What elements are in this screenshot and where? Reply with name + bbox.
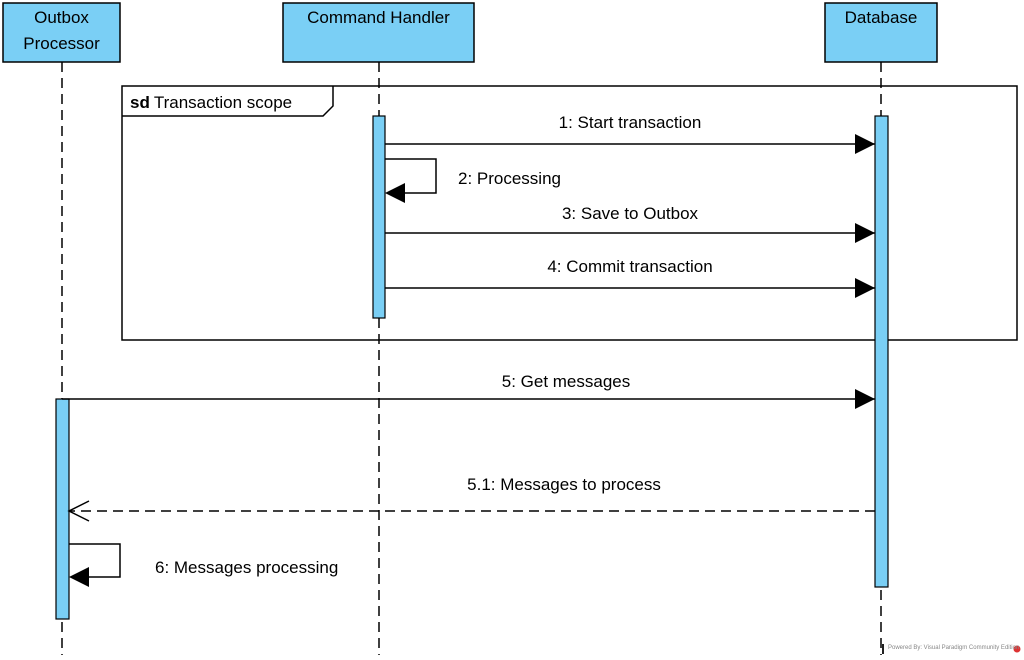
watermark: Powered By: Visual Paradigm Community Ed…: [888, 645, 1020, 651]
message-arrowhead: [385, 183, 405, 203]
lifeline-name: Command Handler: [307, 8, 450, 27]
lifeline-db-head: [824, 2, 938, 63]
lifeline-name: Processor: [23, 34, 100, 53]
message-arrowhead: [855, 134, 875, 154]
message-label: 5: Get messages: [502, 372, 631, 391]
message-arrowhead: [855, 278, 875, 298]
activation-handler: [372, 115, 386, 319]
message-arrowhead: [855, 389, 875, 409]
activation-db: [874, 115, 889, 588]
frame-keyword: sd: [130, 93, 150, 112]
message-label: 5.1: Messages to process: [467, 475, 661, 494]
frame-tab: [122, 86, 334, 117]
message-label: 6: Messages processing: [155, 558, 338, 577]
message-arrowhead: [855, 223, 875, 243]
lifeline-name: Database: [845, 8, 918, 27]
lifeline-name: Outbox: [34, 8, 89, 27]
message-7-line: [69, 543, 121, 578]
activation-outbox: [55, 398, 70, 620]
message-2-line: [385, 158, 437, 194]
message-open-arrowhead: [67, 500, 90, 522]
frame-title: Transaction scope: [154, 93, 292, 112]
message-label: 1: Start transaction: [559, 113, 702, 132]
message-label: 4: Commit transaction: [547, 257, 712, 276]
combined-fragment-frame: [121, 85, 1018, 341]
visual-paradigm-logo-icon: [1013, 645, 1021, 653]
lifeline-handler-head: [282, 2, 475, 63]
message-label: 2: Processing: [458, 169, 561, 188]
message-arrowhead: [69, 567, 89, 587]
watermark-bar: [882, 644, 884, 654]
message-label: 3: Save to Outbox: [562, 204, 699, 223]
lifeline-outbox-head: [2, 2, 121, 63]
